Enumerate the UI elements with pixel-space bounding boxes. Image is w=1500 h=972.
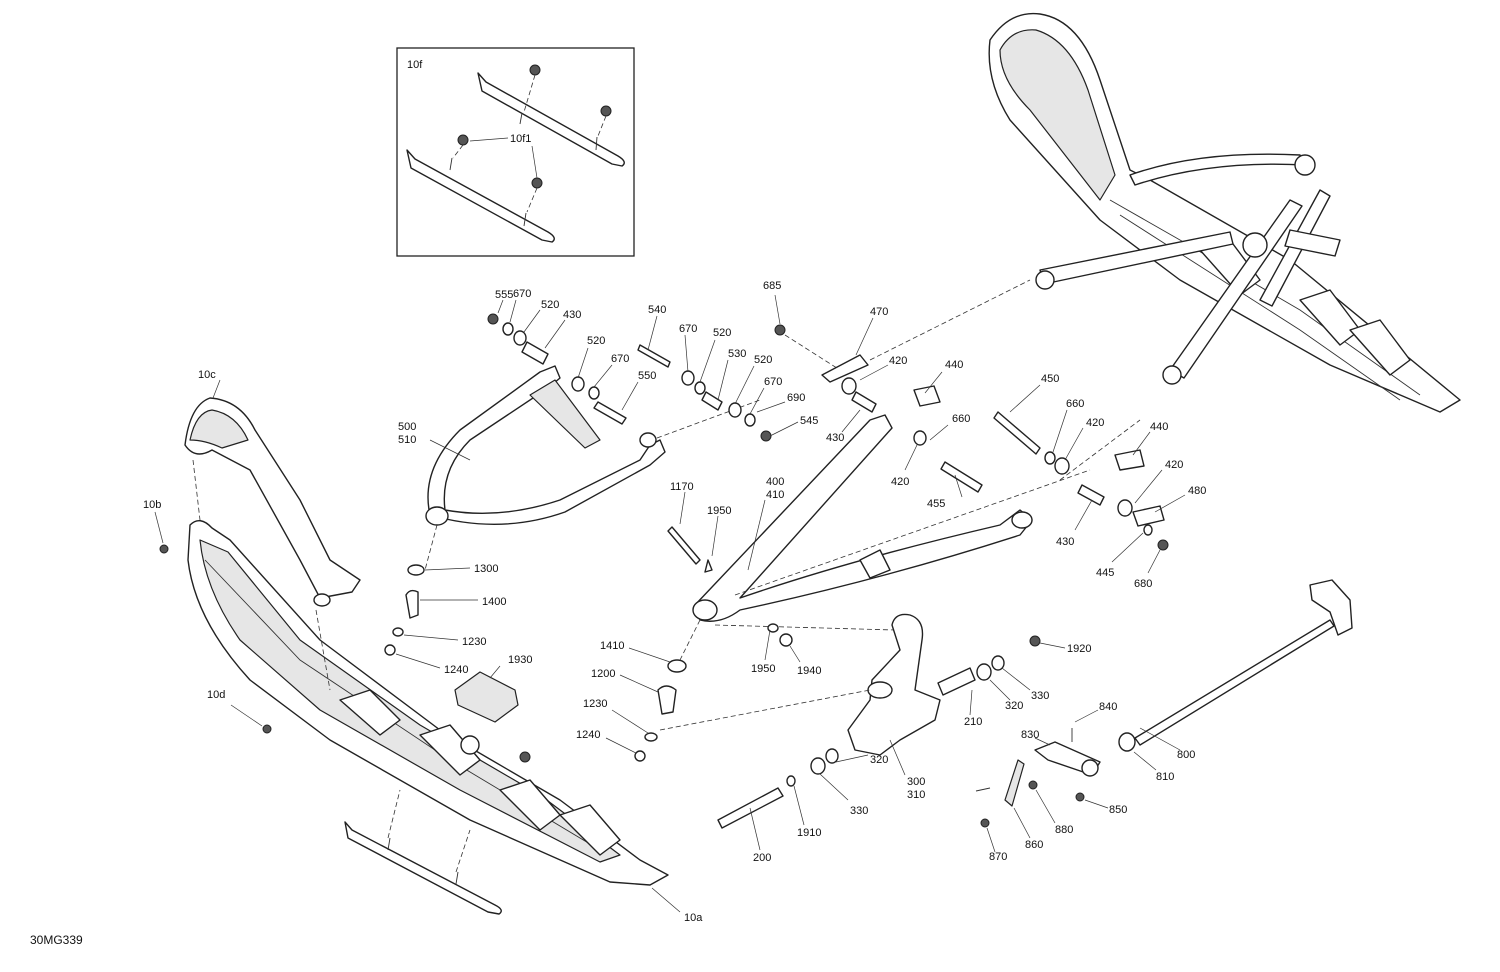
callout: 800 [1177,749,1195,761]
callout: 540 [648,304,666,316]
callout: 1920 [1067,643,1091,655]
callout: 690 [787,392,805,404]
callout: 430 [563,309,581,321]
callout: 420 [1086,417,1104,429]
callout: 1940 [797,665,821,677]
callout: 320 [1005,700,1023,712]
callout: 545 [800,415,818,427]
callout: 670 [611,353,629,365]
callout: 1930 [508,654,532,666]
callout: 10d [207,689,225,701]
callout: 10c [198,369,216,381]
callout: 1200 [591,668,615,680]
callout: 520 [754,354,772,366]
callout: 320 [870,754,888,766]
callout: 470 [870,306,888,318]
callout: 10a [684,912,703,924]
callout: 1410 [600,640,624,652]
left-ski-assembly [159,397,669,915]
callout: 310 [907,789,925,801]
inset-callout: 10f1 [510,133,531,145]
callout: 1240 [444,664,468,676]
right-ski-assembly [988,12,1461,413]
callout: 440 [1150,421,1168,433]
callout: 520 [713,327,731,339]
callout: 330 [1031,690,1049,702]
upper-hardware [487,279,1169,551]
callout: 870 [989,851,1007,863]
callout: 510 [398,434,416,446]
callout: 550 [638,370,656,382]
callout: 670 [679,323,697,335]
callout: 200 [753,852,771,864]
callout: 480 [1188,485,1206,497]
ball-joint-hardware [384,564,793,762]
callout: 420 [891,476,909,488]
leader-lines [154,294,1186,913]
callout: 450 [1041,373,1059,385]
callout: 670 [764,376,782,388]
callout: 530 [728,348,746,360]
callout: 520 [541,299,559,311]
inset-label: 10f [407,59,423,71]
callout: 1240 [576,729,600,741]
callout: 1950 [751,663,775,675]
callout: 880 [1055,824,1073,836]
callout: 420 [1165,459,1183,471]
callout: 555 [495,289,513,301]
callout: 1910 [797,827,821,839]
callout: 1300 [474,563,498,575]
callout: 440 [945,359,963,371]
callout: 430 [1056,536,1074,548]
callout: 210 [964,716,982,728]
callout: 300 [907,776,925,788]
inset-box-10f: 10f 10f1 [396,47,635,257]
callout: 860 [1025,839,1043,851]
steering-linkage [975,579,1353,828]
callout: 455 [927,498,945,510]
callout: 520 [587,335,605,347]
callout: 830 [1021,729,1039,741]
callout: 500 [398,421,416,433]
callout: 670 [513,288,531,300]
callout: 1950 [707,505,731,517]
spindle [659,613,1041,829]
upper-a-arm [424,365,761,571]
diagram-code: 30MG339 [30,933,83,947]
callout: 445 [1096,567,1114,579]
callout: 680 [1134,578,1152,590]
callout-labels: 555 670 520 430 540 670 520 530 520 670 … [143,280,1206,924]
callout: 430 [826,432,844,444]
callout: 330 [850,805,868,817]
callout: 1170 [670,481,694,493]
callout: 840 [1099,701,1117,713]
callout: 1230 [462,636,486,648]
callout: 660 [1066,398,1084,410]
callout: 810 [1156,771,1174,783]
callout: 410 [766,489,784,501]
callout: 420 [889,355,907,367]
lower-a-arm [667,414,1091,661]
callout: 1230 [583,698,607,710]
callout: 400 [766,476,784,488]
callout: 850 [1109,804,1127,816]
callout: 10b [143,499,161,511]
callout: 685 [763,280,781,292]
callout: 660 [952,413,970,425]
callout: 1400 [482,596,506,608]
